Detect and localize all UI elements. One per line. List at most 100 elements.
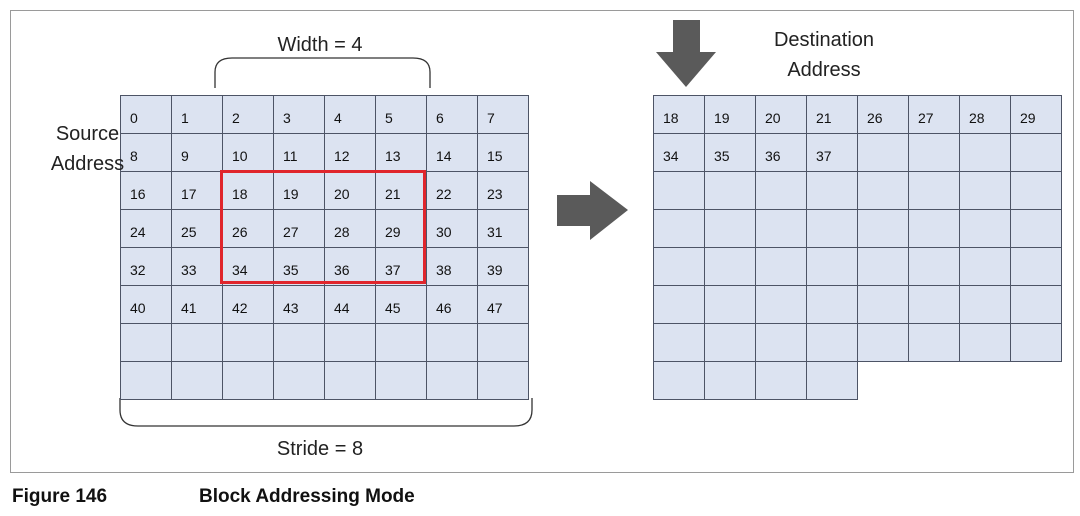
destination-cell: 20 xyxy=(756,96,807,134)
destination-cell xyxy=(858,324,909,362)
source-cell: 30 xyxy=(427,210,478,248)
source-cell: 19 xyxy=(274,172,325,210)
source-cell: 11 xyxy=(274,134,325,172)
destination-cell xyxy=(705,248,756,286)
destination-cell xyxy=(654,286,705,324)
source-cell xyxy=(478,324,529,362)
destination-cell xyxy=(909,286,960,324)
source-cell xyxy=(376,362,427,400)
source-cell: 45 xyxy=(376,286,427,324)
destination-cell xyxy=(960,210,1011,248)
source-cell: 26 xyxy=(223,210,274,248)
source-cell xyxy=(427,324,478,362)
destination-cell xyxy=(807,248,858,286)
source-cell: 2 xyxy=(223,96,274,134)
source-cell: 44 xyxy=(325,286,376,324)
destination-cell xyxy=(756,172,807,210)
destination-cell xyxy=(705,324,756,362)
destination-cell xyxy=(807,210,858,248)
destination-cell xyxy=(654,324,705,362)
source-cell xyxy=(478,362,529,400)
source-cell xyxy=(121,362,172,400)
source-cell: 39 xyxy=(478,248,529,286)
destination-cell xyxy=(960,324,1011,362)
source-cell xyxy=(172,362,223,400)
destination-cell xyxy=(1011,134,1062,172)
destination-cell xyxy=(756,324,807,362)
source-cell: 41 xyxy=(172,286,223,324)
source-cell: 27 xyxy=(274,210,325,248)
destination-cell xyxy=(960,286,1011,324)
source-cell: 25 xyxy=(172,210,223,248)
source-cell: 36 xyxy=(325,248,376,286)
source-cell: 10 xyxy=(223,134,274,172)
destination-cell: 37 xyxy=(807,134,858,172)
destination-cell xyxy=(960,172,1011,210)
source-cell: 47 xyxy=(478,286,529,324)
source-cell: 31 xyxy=(478,210,529,248)
destination-cell: 35 xyxy=(705,134,756,172)
destination-cell xyxy=(654,210,705,248)
destination-cell xyxy=(909,172,960,210)
source-cell: 42 xyxy=(223,286,274,324)
source-cell: 38 xyxy=(427,248,478,286)
source-address-label-line1: Source xyxy=(55,123,120,145)
destination-cell xyxy=(705,362,756,400)
destination-cell xyxy=(807,324,858,362)
source-cell: 33 xyxy=(172,248,223,286)
source-cell: 16 xyxy=(121,172,172,210)
source-cell: 43 xyxy=(274,286,325,324)
destination-cell xyxy=(1011,248,1062,286)
source-cell: 21 xyxy=(376,172,427,210)
destination-cell: 34 xyxy=(654,134,705,172)
destination-cell xyxy=(858,286,909,324)
destination-cell: 28 xyxy=(960,96,1011,134)
source-cell xyxy=(223,324,274,362)
destination-cell xyxy=(1011,286,1062,324)
source-cell: 29 xyxy=(376,210,427,248)
destination-cell xyxy=(1011,210,1062,248)
source-cell: 32 xyxy=(121,248,172,286)
source-cell: 3 xyxy=(274,96,325,134)
source-cell: 12 xyxy=(325,134,376,172)
width-label: Width = 4 xyxy=(277,34,363,56)
destination-cell xyxy=(1011,324,1062,362)
destination-cell xyxy=(858,134,909,172)
source-cell: 35 xyxy=(274,248,325,286)
source-cell xyxy=(325,362,376,400)
destination-cell xyxy=(654,172,705,210)
destination-cell: 29 xyxy=(1011,96,1062,134)
source-cell xyxy=(376,324,427,362)
source-cell: 22 xyxy=(427,172,478,210)
stride-label: Stride = 8 xyxy=(276,438,364,460)
destination-cell xyxy=(807,172,858,210)
source-cell xyxy=(223,362,274,400)
destination-cell xyxy=(858,210,909,248)
source-cell: 14 xyxy=(427,134,478,172)
source-cell: 28 xyxy=(325,210,376,248)
source-cell: 23 xyxy=(478,172,529,210)
destination-cell xyxy=(909,210,960,248)
destination-cell: 26 xyxy=(858,96,909,134)
destination-cell xyxy=(858,172,909,210)
source-cell: 9 xyxy=(172,134,223,172)
source-cell: 34 xyxy=(223,248,274,286)
source-cell xyxy=(325,324,376,362)
destination-cell xyxy=(705,210,756,248)
source-cell: 37 xyxy=(376,248,427,286)
figure-number: Figure 146 xyxy=(12,486,108,507)
destination-cell xyxy=(756,286,807,324)
source-cell: 6 xyxy=(427,96,478,134)
destination-cell xyxy=(909,134,960,172)
destination-cell xyxy=(1011,172,1062,210)
source-cell xyxy=(427,362,478,400)
destination-cell xyxy=(756,362,807,400)
source-cell: 8 xyxy=(121,134,172,172)
destination-cell xyxy=(654,248,705,286)
destination-cell: 21 xyxy=(807,96,858,134)
source-cell: 0 xyxy=(121,96,172,134)
source-cell xyxy=(121,324,172,362)
source-cell: 18 xyxy=(223,172,274,210)
